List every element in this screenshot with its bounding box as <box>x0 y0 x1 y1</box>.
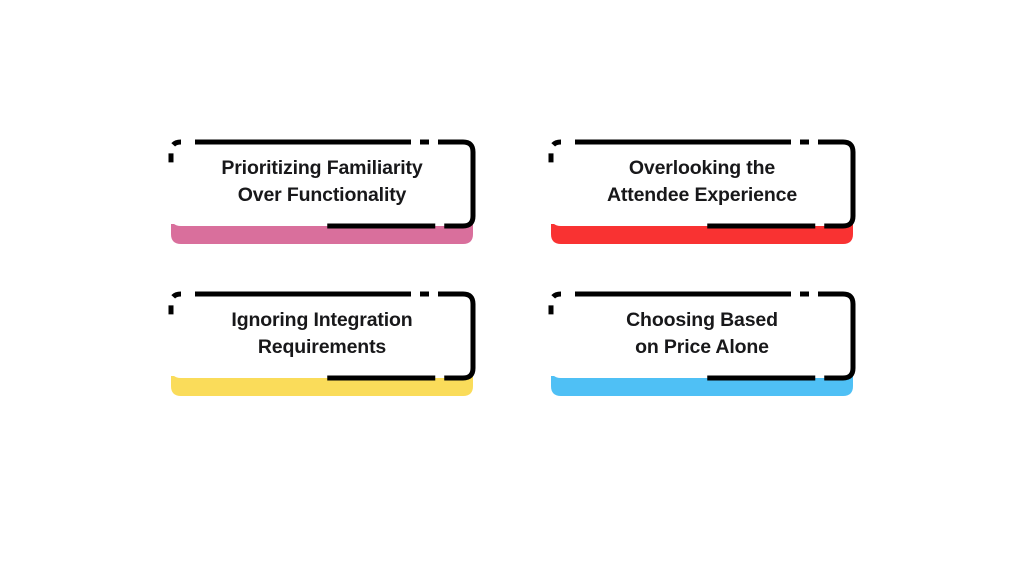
card-prioritizing-familiarity[interactable]: Prioritizing Familiarity Over Functional… <box>167 138 477 248</box>
accent-bar-1 <box>171 224 473 244</box>
accent-bar-2 <box>551 224 853 244</box>
card-stroke-3 <box>168 291 476 381</box>
card-stroke-2 <box>548 139 856 229</box>
card-ignoring-integration-requirements[interactable]: Ignoring Integration Requirements <box>167 290 477 400</box>
card-body-1 <box>171 142 473 226</box>
card-choosing-based-on-price-alone[interactable]: Choosing Based on Price Alone <box>547 290 857 400</box>
card-outline-svg-2 <box>548 139 856 244</box>
card-outline-svg-4 <box>548 291 856 396</box>
card-stroke-4 <box>548 291 856 381</box>
card-body-2 <box>551 142 853 226</box>
accent-bar-4 <box>551 376 853 396</box>
card-outline-svg-1 <box>168 139 476 244</box>
card-body-4 <box>551 294 853 378</box>
accent-bar-3 <box>171 376 473 396</box>
card-grid: Prioritizing Familiarity Over Functional… <box>167 138 857 400</box>
card-stroke-1 <box>168 139 476 229</box>
card-overlooking-attendee-experience[interactable]: Overlooking the Attendee Experience <box>547 138 857 248</box>
card-body-3 <box>171 294 473 378</box>
card-outline-svg-3 <box>168 291 476 396</box>
